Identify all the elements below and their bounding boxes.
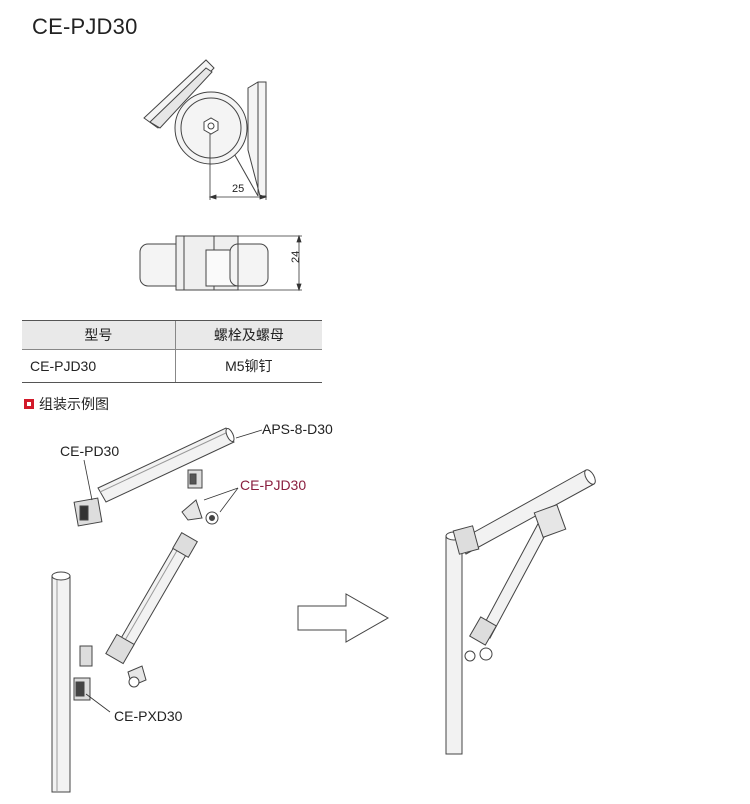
callout-joint-label: CE-PJD30 [240,477,307,493]
section-marker-icon [24,399,34,409]
table-cell-model: CE-PJD30 [22,349,176,383]
table-cell-fastener: M5铆钉 [174,349,322,383]
table-header-model: 型号 [22,320,176,350]
section-heading: 组装示例图 [24,394,109,414]
table-header-row: 型号 螺栓及螺母 [22,320,322,350]
callout-rod-label: APS-8-D30 [262,421,333,437]
dimension-width: 25 [232,183,244,195]
section-title: 组装示例图 [39,396,109,412]
table-header-fastener: 螺栓及螺母 [174,320,322,350]
callout-base-label: CE-PXD30 [114,708,183,724]
table-row: CE-PJD30 M5铆钉 [22,349,322,383]
callout-end-cap-label: CE-PD30 [60,443,120,459]
product-title: CE-PJD30 [32,14,138,39]
dimension-height: 24 [290,251,302,263]
spec-table: 型号 螺栓及螺母 CE-PJD30 M5铆钉 [22,320,322,383]
arrow-right-icon [297,593,390,643]
